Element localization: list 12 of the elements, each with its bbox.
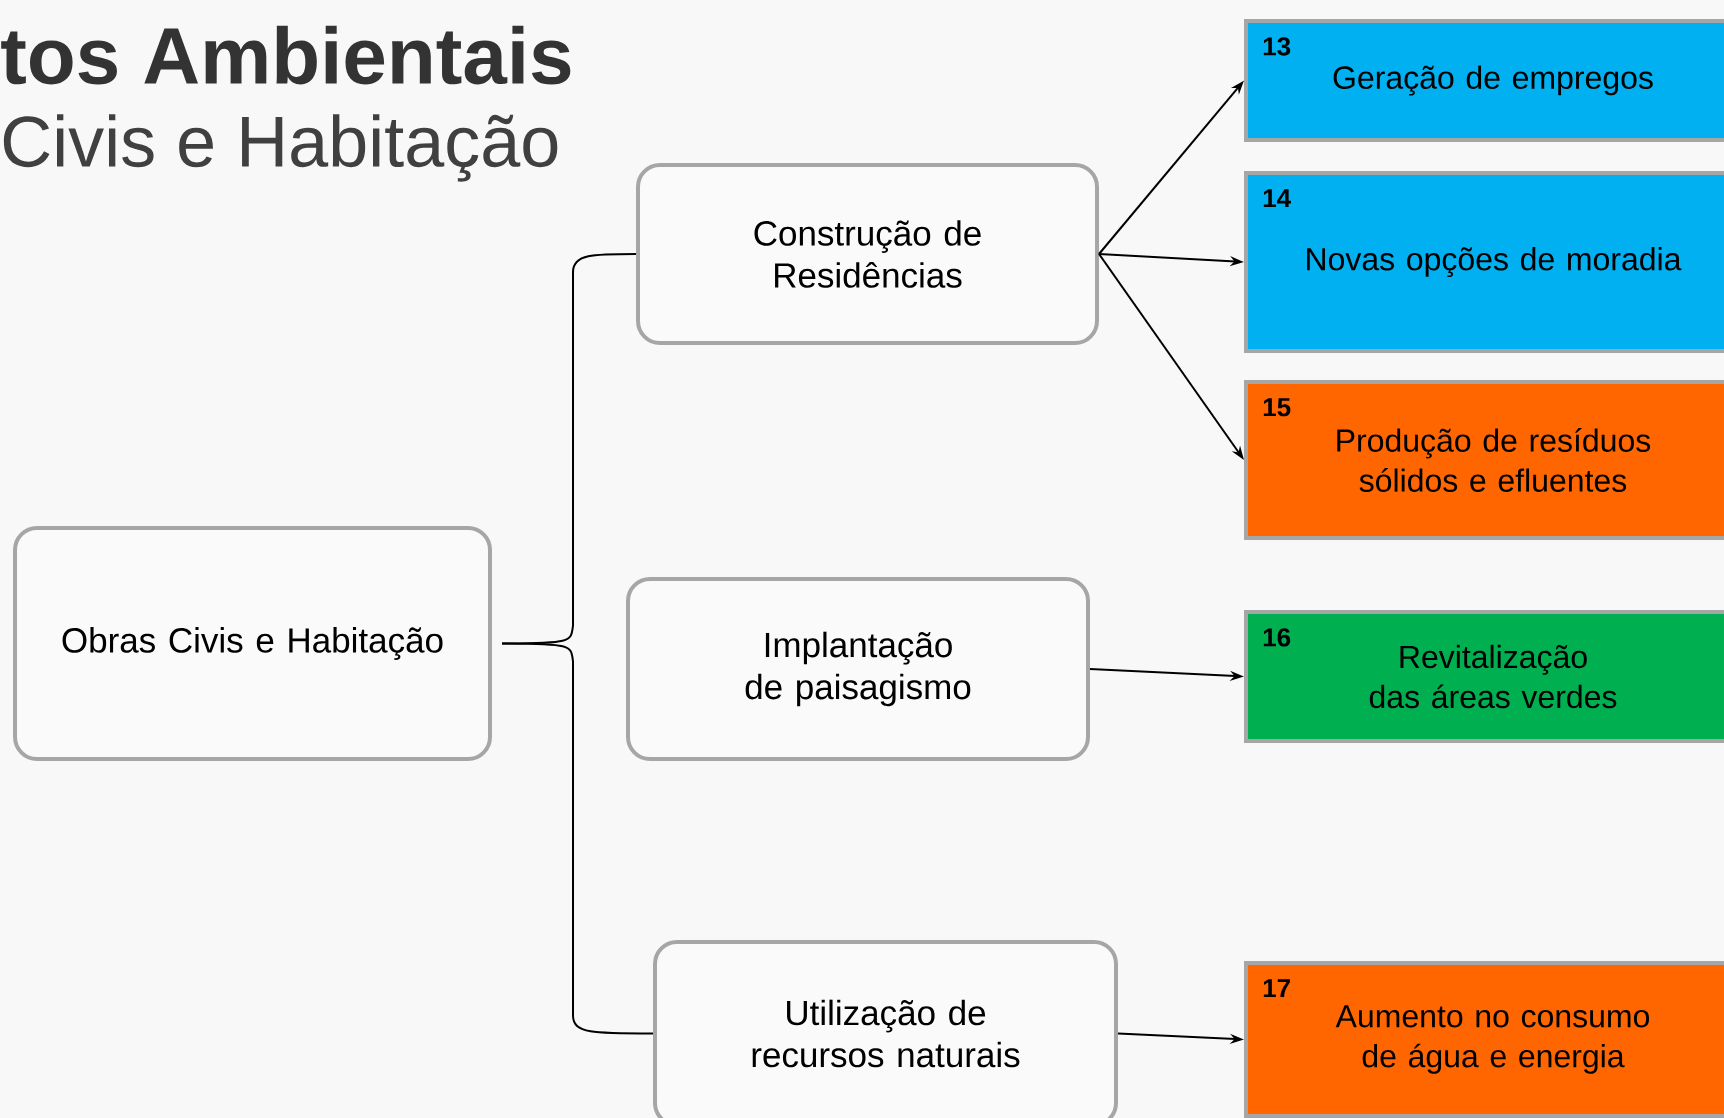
process-box: Implantação de paisagismo bbox=[626, 577, 1090, 761]
impact-box: Aumento no consumo de água e energia 17 bbox=[1244, 961, 1724, 1118]
process-box: Utilização de recursos naturais bbox=[653, 940, 1118, 1118]
impact-box: Geração de empregos 13 bbox=[1244, 19, 1724, 142]
process-box: Construção de Residências bbox=[636, 163, 1099, 345]
process-box: Obras Civis e Habitação bbox=[13, 526, 492, 761]
impact-box: Revitalização das áreas verdes 16 bbox=[1244, 610, 1724, 743]
impact-box: Produção de resíduos sólidos e efluentes 15 bbox=[1244, 380, 1724, 540]
impact-box: Novas opções de moradia 14 bbox=[1244, 171, 1724, 353]
bracket-line bbox=[501, 642, 654, 1035]
subtitle: Civis e Habitação bbox=[3, 114, 558, 182]
title: tos Ambientais bbox=[1, 25, 571, 85]
